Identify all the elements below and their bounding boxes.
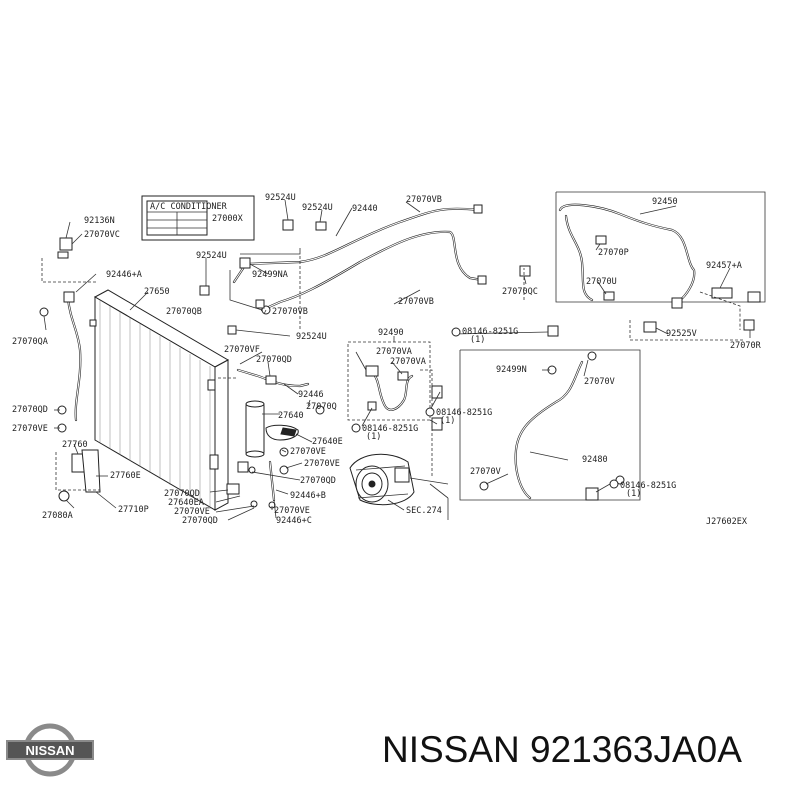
label-27070QD-1: 27070QD xyxy=(12,405,48,415)
label-27760: 27760 xyxy=(62,440,88,450)
label-27070VB-a: 27070VB xyxy=(406,195,442,205)
label-08146-qty-c: (1) xyxy=(366,432,381,442)
label-27070VA-b: 27070VA xyxy=(390,357,426,367)
label-92450: 92450 xyxy=(652,197,678,207)
label-27070QD-5: 27070QD xyxy=(182,516,218,526)
label-27070QD-3: 27070QD xyxy=(300,476,336,486)
label-92136N: 92136N xyxy=(84,216,115,226)
label-27070QD-2: 27070QD xyxy=(256,355,292,365)
label-27070VE-5: 27070VE xyxy=(274,506,310,516)
label-08146-8251G-d: 08146-8251G xyxy=(620,481,676,491)
label-27640E: 27640E xyxy=(312,437,343,447)
label-27000X: 27000X xyxy=(212,214,244,224)
label-27070QC: 27070QC xyxy=(502,287,538,297)
label-27070QB: 27070QB xyxy=(166,307,202,317)
label-27070VA-a: 27070VA xyxy=(376,347,412,357)
label-08146-qty-a: (1) xyxy=(470,335,485,345)
label-27070VE-1: 27070VE xyxy=(12,424,48,434)
label-SEC274: SEC.274 xyxy=(406,506,442,516)
diagram-code: J27602EX xyxy=(706,517,748,527)
label-27760E: 27760E xyxy=(110,471,141,481)
label-27070VB-b: 27070VB xyxy=(272,307,308,317)
compressor xyxy=(349,453,415,506)
label-27710P: 27710P xyxy=(118,505,149,515)
label-92446B: 92446+B xyxy=(290,491,326,501)
label-27070V-a: 27070V xyxy=(584,377,615,387)
label-27070VE-2: 27070VE xyxy=(290,447,326,457)
liquid-tank-27640 xyxy=(245,400,265,458)
label-08146-qty-d: (1) xyxy=(626,489,641,499)
label-27640EA: 27640EA xyxy=(168,498,204,508)
label-08146-8251G-b: 08146-8251G xyxy=(436,408,492,418)
logo-text: NISSAN xyxy=(25,743,74,758)
label-08146-8251G-a: 08146-8251G xyxy=(462,327,518,337)
label-92499N: 92499N xyxy=(496,365,527,375)
label-27640: 27640 xyxy=(278,411,304,421)
sticker-heading: A/C CONDITIONER xyxy=(150,202,228,212)
label-92457A: 92457+A xyxy=(706,261,742,271)
label-92524U-c: 92524U xyxy=(196,251,227,261)
label-27070VE-4: 27070VE xyxy=(174,507,210,517)
label-92524U-a: 92524U xyxy=(265,193,296,203)
label-27080A: 27080A xyxy=(42,511,73,521)
label-08146-8251G-c: 08146-8251G xyxy=(362,424,418,434)
label-08146-qty-b: (1) xyxy=(440,416,455,426)
label-92480: 92480 xyxy=(582,455,608,465)
label-27070VC: 27070VC xyxy=(84,230,120,240)
label-92446A: 92446+A xyxy=(106,270,142,280)
label-92499NA: 92499NA xyxy=(252,270,288,280)
label-92490: 92490 xyxy=(378,328,404,338)
label-27070V-b: 27070V xyxy=(470,467,501,477)
condenser xyxy=(93,289,230,511)
label-92446: 92446 xyxy=(298,390,324,400)
label-92446C: 92446+C xyxy=(276,516,312,526)
label-sticker: A/C CONDITIONER 27000X xyxy=(141,195,255,241)
label-92524U-d: 92524U xyxy=(296,332,327,342)
label-27070QD-4: 27070QD xyxy=(164,489,200,499)
label-92440: 92440 xyxy=(352,204,378,214)
label-27070U: 27070U xyxy=(586,277,617,287)
label-27070R: 27070R xyxy=(730,341,762,351)
label-27070QA: 27070QA xyxy=(12,337,48,347)
label-27070VF: 27070VF xyxy=(224,345,260,355)
label-27650: 27650 xyxy=(144,287,170,297)
label-92525V: 92525V xyxy=(666,329,697,339)
label-27070P: 27070P xyxy=(598,248,629,258)
part-title: NISSAN 921363JA0A xyxy=(382,729,742,770)
label-27070Q: 27070Q xyxy=(306,402,337,412)
label-92524U-b: 92524U xyxy=(302,203,333,213)
nissan-logo: NISSAN xyxy=(6,723,94,777)
label-27070VE-3: 27070VE xyxy=(304,459,340,469)
label-27070VB-c: 27070VB xyxy=(398,297,434,307)
